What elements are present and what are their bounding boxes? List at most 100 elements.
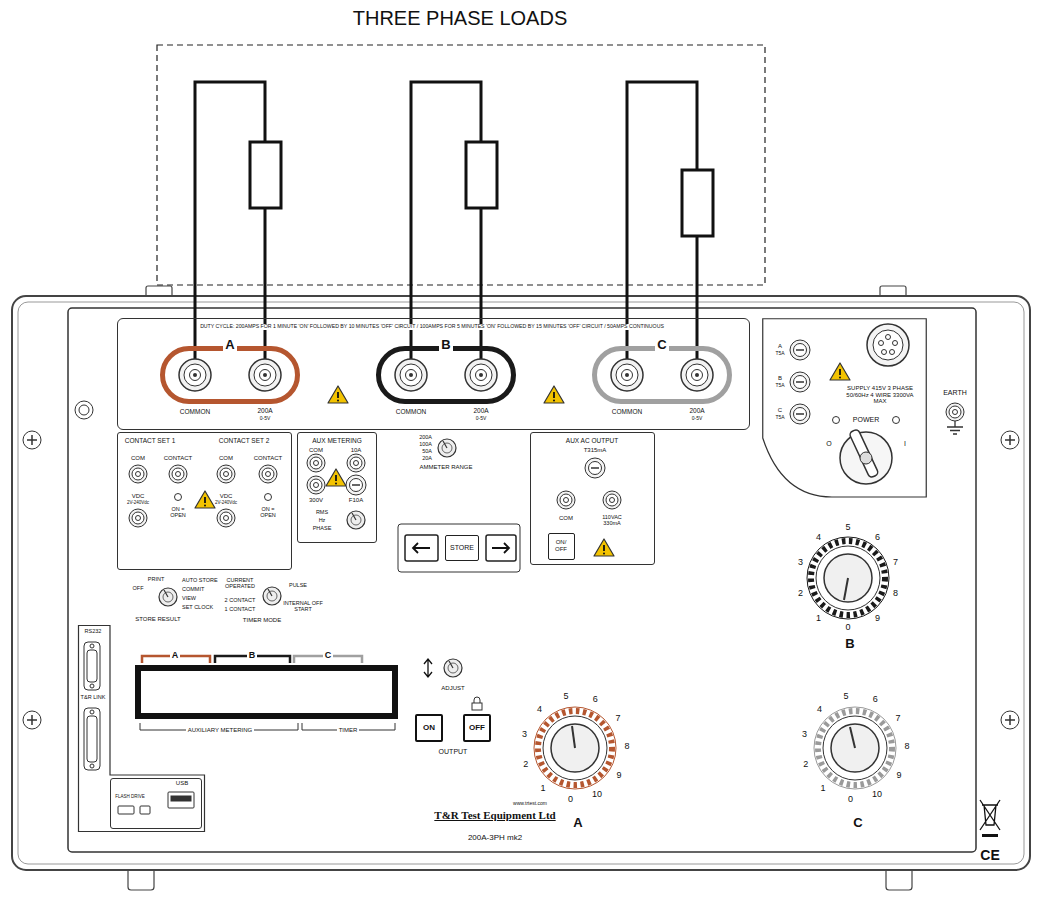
panel-controls [307,476,325,494]
supply-hardware [790,404,810,424]
dial-number: 4 [817,705,822,715]
panel-label: C [778,407,782,414]
panel-label: VDC [132,493,145,500]
conformity-mark: CE [980,848,999,863]
port-connector [90,644,94,648]
panel-label: COM [559,515,573,522]
panel-label: PULSE [289,582,307,588]
push-button: ON [415,714,443,742]
dial-number: 5 [563,692,568,702]
panel-outline [763,319,927,497]
panel-label: COM [131,455,145,462]
panel-label: EARTH [943,389,967,397]
supply-hardware [947,421,963,434]
dial-number: 8 [624,742,629,752]
dial-number: 0 [568,795,573,805]
port-connector [140,806,150,814]
dial-number: 7 [893,558,898,568]
warning-symbol [544,386,564,403]
panel-label: SET CLOCK [182,604,213,610]
supply-hardware [833,417,840,424]
section-title: CONTACT SET 1 [125,437,176,444]
panel-label: 1 CONTACT [225,606,256,612]
section-title: AUX AC OUTPUT [566,437,618,444]
push-button: ON/ OFF [548,533,575,560]
panel-label: ON = OPEN [166,506,190,518]
dial [538,711,612,785]
port-connector [84,708,100,770]
dial [811,541,885,615]
panel-controls [413,543,430,553]
panel-controls [405,535,438,561]
panel-label: 110VAC 330mA [597,514,627,526]
section-title: CONTACT SET 2 [219,437,270,444]
port-connector [168,792,194,808]
dial [831,724,879,772]
panel-controls [424,659,432,677]
dial [814,707,896,789]
port-connector [87,650,97,682]
dial-number: 3 [522,730,527,740]
port-connector [118,806,134,814]
panel-label: 200A [689,407,704,414]
panel-label: OFF [133,585,144,591]
dial-number: 3 [798,558,803,568]
supply-hardware [840,432,892,484]
supply-hardware [873,330,903,360]
instrument-case [68,308,976,852]
dial [824,554,872,602]
port-label: USB [176,780,188,787]
output-terminal [465,359,497,391]
dial [807,537,889,619]
dial-number: 8 [893,589,898,599]
panel-label: B [247,651,258,661]
port-connector [90,710,94,714]
panel-controls [438,439,456,457]
display-window [138,668,395,716]
panel-controls [346,475,366,495]
panel-label: AMMETER RANGE [419,464,472,471]
instrument-case [12,286,1030,890]
panel-label: CONTACT [254,455,283,462]
panel-label: T5A [775,351,784,357]
dial-number: 10 [872,790,882,800]
panel-outline [762,318,927,498]
diagram-title: THREE PHASE LOADS [353,7,568,29]
dial-letter: C [853,816,862,830]
dial-number: 9 [875,614,880,624]
duty-cycle-note: DUTY CYCLE: 200AMPS FOR 1 MINUTE 'ON' FO… [198,324,666,330]
dial [534,537,896,789]
dial-number: 1 [816,614,821,624]
button-label: OFF [469,724,485,733]
panel-label: AUTO STORE [182,577,218,583]
port-connector [84,642,194,814]
panel-label: 20A [422,455,432,461]
panel-controls [444,659,462,677]
supply-hardware [882,350,887,355]
panel-controls [585,458,605,478]
instrument-case [79,405,89,415]
dial [823,716,887,780]
panel-controls [307,454,325,472]
dial [818,711,892,785]
dial [844,578,848,600]
panel-label: C [323,651,334,661]
instrument-case [75,401,93,419]
supply-panel: SUPPLY 415V 3 PHASE 50/60Hz 4 WIRE 3300V… [762,318,927,498]
output-terminal [681,359,713,391]
dial [551,724,599,772]
section-title: AUX METERING [312,437,361,444]
dial-number: 8 [904,742,909,752]
dial [850,727,855,748]
model-name: 200A-3PH mk2 [468,834,522,843]
panel-controls [557,491,575,509]
panel-label: RMS [316,509,328,515]
dial-number: 7 [616,714,621,724]
dial-number: 6 [873,695,878,705]
warning-symbol [830,363,850,380]
phase-letter: C [655,338,668,352]
panel-controls [169,465,187,483]
panel-label: 2V-240Vdc [127,501,149,506]
display-window [138,656,395,730]
port-connector [84,642,100,690]
